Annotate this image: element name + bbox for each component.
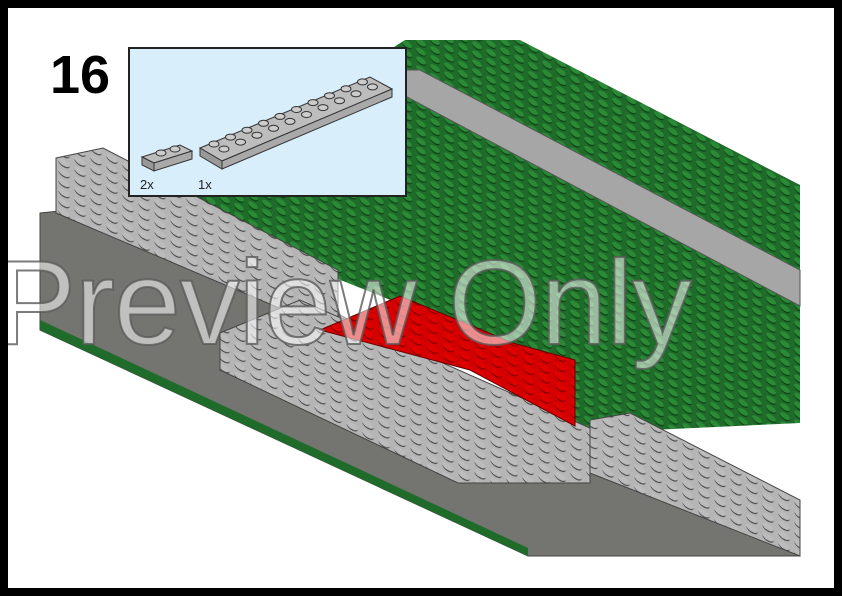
plate-2x10-icon — [198, 76, 394, 170]
stud-icon — [334, 97, 345, 105]
red-new-parts — [318, 295, 576, 427]
quantity-label: 2x — [140, 177, 154, 192]
step-number: 16 — [50, 45, 111, 105]
stud-icon — [291, 106, 302, 113]
stud-icon — [307, 99, 319, 107]
stud-icon — [258, 119, 269, 127]
stud-icon — [225, 133, 236, 141]
stud-icon — [251, 131, 263, 139]
center-structure — [219, 299, 591, 484]
parts-callout: 2x 1x — [128, 47, 407, 197]
stud-icon — [241, 126, 253, 134]
quantity-label: 1x — [198, 177, 212, 192]
stud-icon — [218, 145, 230, 153]
stud-icon — [317, 104, 329, 112]
stud-icon — [274, 112, 286, 120]
stud-icon — [284, 117, 296, 125]
page-sheet: 16 2x 1x Preview Only — [8, 8, 834, 588]
plate-1x2-icon — [140, 144, 194, 172]
model-illustration — [39, 40, 801, 557]
stud-icon — [350, 90, 362, 98]
left-wall — [55, 147, 339, 334]
stud-icon — [367, 83, 378, 91]
watermark: Preview Only — [8, 235, 693, 371]
stud-icon — [235, 138, 246, 146]
stud-icon — [301, 111, 312, 118]
stud-icon — [208, 140, 220, 148]
road-edge — [40, 320, 528, 556]
stud-icon — [340, 85, 352, 93]
stud-icon — [324, 92, 335, 100]
stud-icon — [268, 124, 279, 132]
stud-icon — [357, 78, 368, 86]
